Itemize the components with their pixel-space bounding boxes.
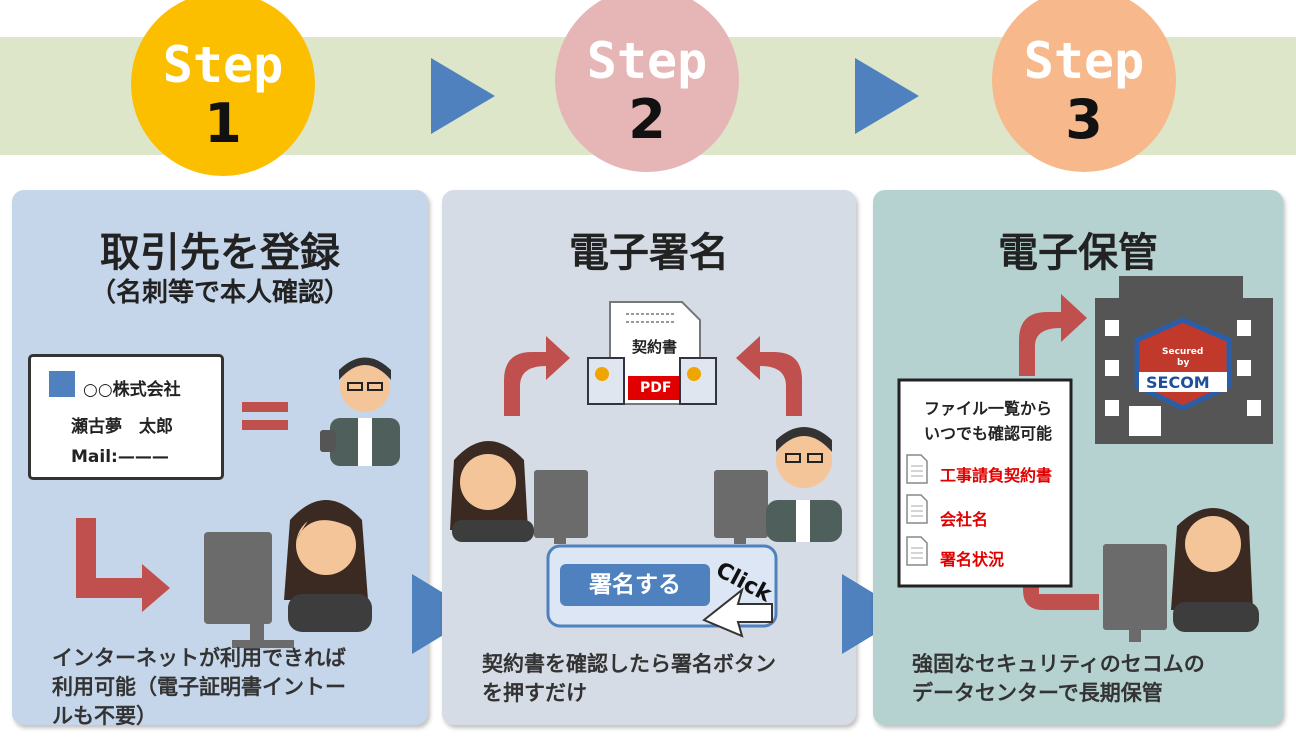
document-label: 契約書 <box>632 338 678 356</box>
panel-1-title: 取引先を登録 <box>100 230 340 276</box>
document-icon <box>906 494 928 524</box>
computer-icon <box>204 532 294 648</box>
file-list-title-line-1: ファイル一覧から <box>923 399 1052 418</box>
panel-1-description: インターネットが利用できれば 利用可能（電子証明書イントー ルも不要） <box>52 644 412 731</box>
step-1-word: Step <box>162 36 284 94</box>
file-item[interactable]: 署名状況 <box>940 550 1005 569</box>
red-curved-arrow-icon <box>504 336 570 416</box>
red-up-arrow-icon <box>1019 294 1087 376</box>
panel-1-illustration <box>76 357 400 648</box>
man-icon <box>766 427 842 542</box>
file-item[interactable]: 会社名 <box>940 510 989 529</box>
step-2-word: Step <box>586 32 708 90</box>
certificate-icon <box>587 357 625 405</box>
step-2-circle: Step 2 <box>555 0 739 172</box>
file-list-title: ファイル一覧から いつでも確認可能 <box>906 396 1070 446</box>
panel-3-illustration <box>897 276 1273 642</box>
next-arrow-icon <box>855 58 919 134</box>
card-company: ○○株式会社 <box>83 380 181 400</box>
panel-3-desc-line-1: 強固なセキュリティのセコムの <box>912 652 1205 676</box>
equals-icon <box>242 402 288 430</box>
panel-2-desc-line-1: 契約書を確認したら署名ボタン <box>482 652 776 676</box>
step-1-number: 1 <box>204 92 242 155</box>
sign-bubble <box>546 544 778 628</box>
panel-2-description: 契約書を確認したら署名ボタン を押すだけ <box>482 650 842 708</box>
document-icon <box>906 454 928 484</box>
secom-by-label: by <box>1177 358 1190 368</box>
panel-2-illustration <box>450 301 842 638</box>
card-name: 瀬古夢 太郎 <box>71 417 173 437</box>
document-icon <box>906 536 928 566</box>
secom-secured-label: Secured <box>1162 347 1204 357</box>
pdf-label: PDF <box>640 380 672 396</box>
panel-1-subtitle: （名刺等で本人確認） <box>89 278 350 308</box>
red-curved-arrow-icon <box>736 336 802 416</box>
company-logo-icon <box>49 371 75 397</box>
sign-button[interactable]: 署名する <box>589 572 681 598</box>
step-2-number: 2 <box>628 88 666 151</box>
next-arrow-icon <box>431 58 495 134</box>
file-list-title-line-2: いつでも確認可能 <box>923 424 1052 443</box>
panel-2-title: 電子署名 <box>569 230 729 276</box>
panel-3-title: 電子保管 <box>998 230 1158 276</box>
step-3-word: Step <box>1023 32 1145 90</box>
certificate-icon <box>679 357 717 405</box>
cursor-icon <box>702 587 773 638</box>
woman-icon <box>450 441 534 542</box>
panel-3-desc-line-2: データセンターで長期保管 <box>912 681 1163 705</box>
step-3-circle: Step 3 <box>992 0 1176 172</box>
card-mail: Mail:——— <box>71 447 169 467</box>
red-down-arrow-icon <box>76 518 170 612</box>
secom-brand-label: SECOM <box>1146 373 1210 392</box>
step-3-number: 3 <box>1065 88 1103 151</box>
panel-2-desc-line-2: を押すだけ <box>482 681 587 705</box>
panel-3-description: 強固なセキュリティのセコムの データセンターで長期保管 <box>912 650 1272 708</box>
file-item[interactable]: 工事請負契約書 <box>940 466 1053 485</box>
woman-icon <box>1171 508 1259 632</box>
man-with-phone-icon <box>320 357 400 466</box>
panel-1-desc-line-1: インターネットが利用できれば <box>52 646 346 670</box>
panel-1-desc-line-3: ルも不要） <box>52 704 157 728</box>
computer-icon <box>1103 544 1167 642</box>
computer-icon <box>534 470 588 544</box>
computer-icon <box>714 470 768 544</box>
secom-badge-icon <box>1134 317 1232 411</box>
business-card: ○○株式会社 瀬古夢 太郎 Mail:——— <box>28 354 224 480</box>
panel-1-desc-line-2: 利用可能（電子証明書イントー <box>52 675 346 699</box>
step-1-circle: Step 1 <box>131 0 315 176</box>
woman-icon <box>284 500 372 632</box>
